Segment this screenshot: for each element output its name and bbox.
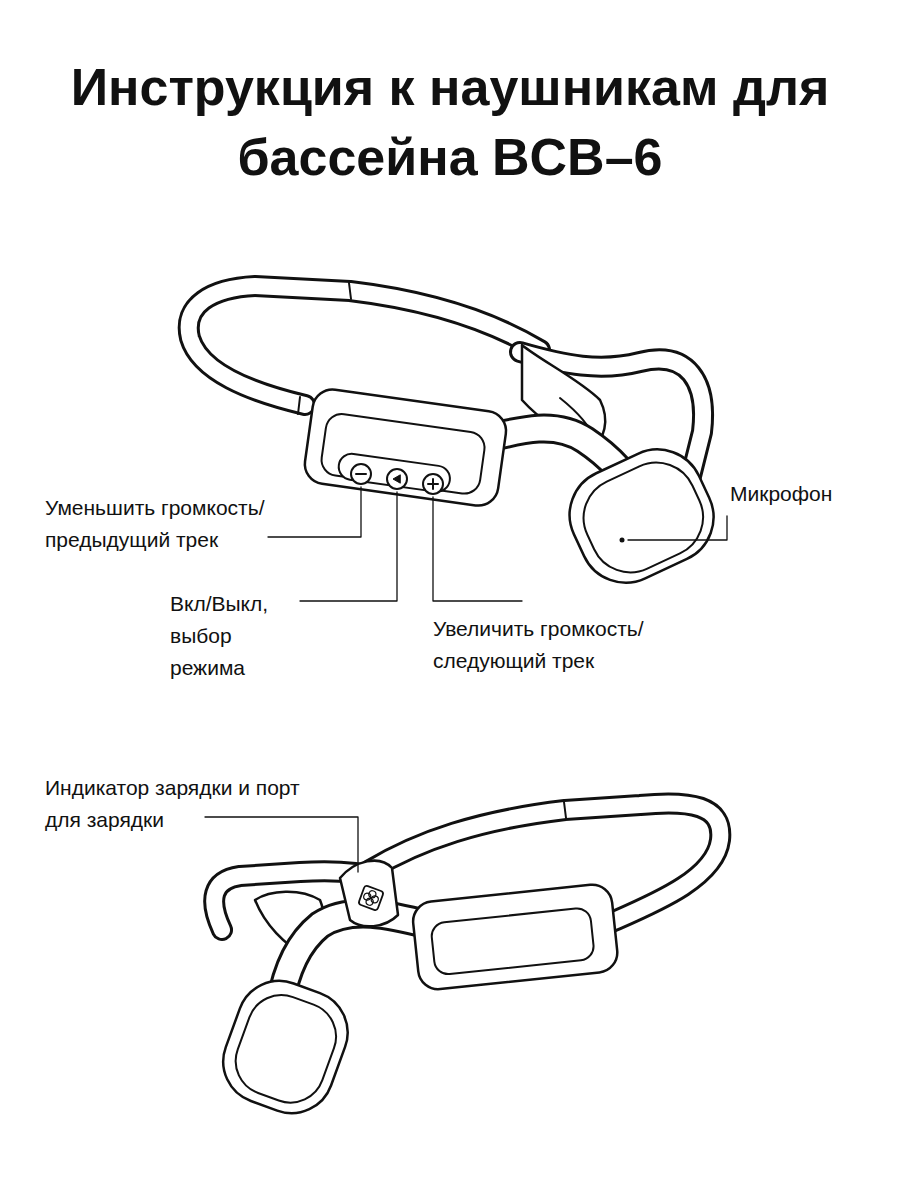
callout-label: Уменьшить громкость/ предыдущий трек xyxy=(45,492,307,556)
callout-label: Микрофон xyxy=(730,478,832,510)
page-title: Инструкция к наушникам для бассейна BCB–… xyxy=(50,52,850,192)
callout-label: Увеличить громкость/ следующий трек xyxy=(433,613,695,677)
callout-label: Индикатор зарядки и порт для зарядки xyxy=(45,772,313,836)
callout-label: Вкл/Выкл, выбор режима xyxy=(170,588,312,684)
